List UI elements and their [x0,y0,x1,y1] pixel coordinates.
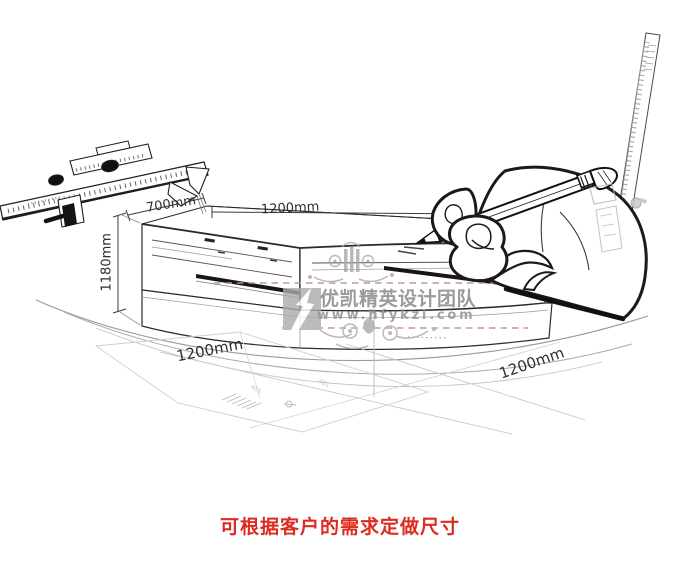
dimension-line-depth [127,197,205,216]
watermark-brand-text: 优凯精英设计团队 [320,288,477,310]
watermark-logo [283,288,321,330]
svg-text:401: 401 [317,378,331,390]
hand-with-pencil-drawing [397,165,648,322]
vernier-caliper-drawing [0,140,210,228]
customization-caption: 可根据客户的需求定做尺寸 [219,516,460,538]
floor-sketch-lines: 401 401 [35,299,649,435]
watermark-ornament-top [308,241,394,283]
watermark-ornament-bottom [312,318,436,350]
watermark-ornaments [214,241,556,350]
watermark-website-url: www.hfykzl.com [317,308,476,323]
dimension-label-height: 1180mm [99,233,115,292]
svg-text:401: 401 [249,384,263,396]
dimension-label-width: 1200mm [260,199,320,218]
angle-ruler-ghost [589,183,647,253]
